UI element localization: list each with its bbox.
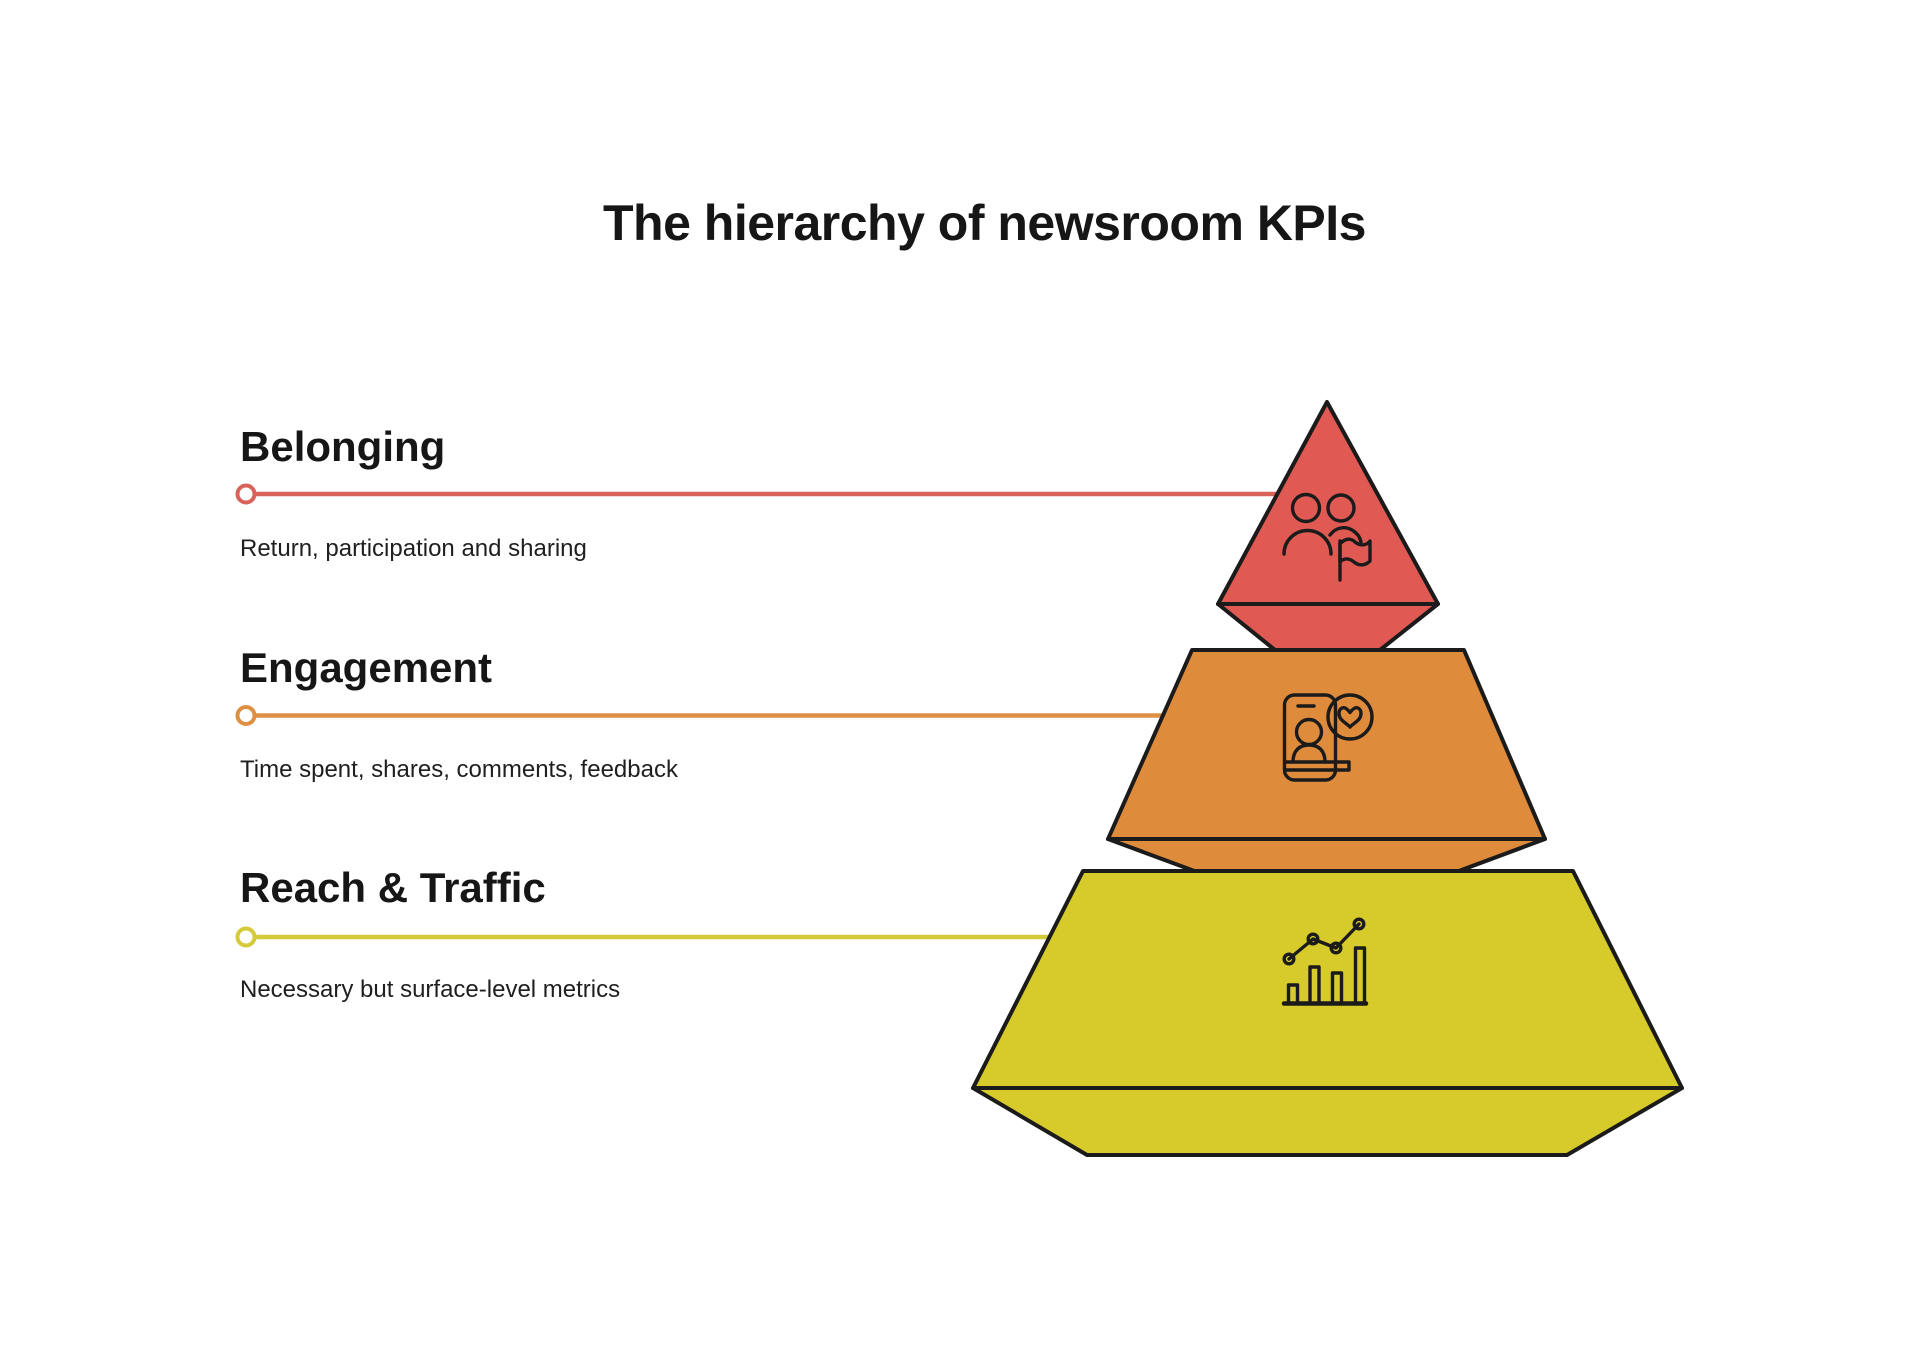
user-shoulders-right xyxy=(1328,526,1363,544)
user-shoulders-left xyxy=(1282,528,1333,556)
level-description-belonging: Return, participation and sharing xyxy=(240,535,587,562)
trend-dot-4 xyxy=(1352,917,1366,931)
connector-belonging xyxy=(235,483,1277,505)
level-description-reach: Necessary but surface-level metrics xyxy=(240,976,621,1003)
person-torso xyxy=(1291,743,1327,764)
flag-cloth xyxy=(1338,537,1372,567)
trend-dot-1 xyxy=(1282,952,1296,966)
heart-badge-circle xyxy=(1326,693,1374,741)
connector-dot-reach xyxy=(235,926,257,948)
connector-dot-belonging xyxy=(235,483,257,505)
pyramid-reach-bottom-facet xyxy=(971,1086,1684,1157)
heart-icon xyxy=(1337,706,1363,729)
photo-frame-line xyxy=(1283,760,1351,772)
phone-heart-icon xyxy=(1282,693,1374,782)
level-description-engagement: Time spent, shares, comments, feedback xyxy=(240,756,678,783)
trend-line xyxy=(1287,922,1361,961)
pyramid-level-reach xyxy=(971,869,1684,1157)
connector-engagement xyxy=(235,705,1163,726)
pyramid-reach-front-face xyxy=(971,869,1684,1090)
level-label-reach: Reach & Traffic xyxy=(240,864,546,911)
trend-dot-2 xyxy=(1306,932,1320,946)
user-head-right xyxy=(1326,493,1356,523)
pyramid-level-engagement xyxy=(1106,648,1547,922)
chart-bar-3 xyxy=(1330,971,1344,1006)
phone-body xyxy=(1282,693,1338,782)
users-flag-icon xyxy=(1282,492,1372,582)
connector-dot-engagement xyxy=(235,705,257,726)
chart-bar-4 xyxy=(1353,946,1367,1006)
chart-bar-2 xyxy=(1308,965,1321,1006)
connector-reach xyxy=(235,926,1050,948)
page-title: The hierarchy of newsroom KPIs xyxy=(603,195,1366,251)
level-label-engagement: Engagement xyxy=(240,644,493,691)
user-head-left xyxy=(1290,492,1322,524)
trend-dot-3 xyxy=(1329,941,1343,955)
pyramid-engagement-front-face xyxy=(1106,648,1547,841)
chart-trend-icon xyxy=(1281,917,1369,1006)
chart-bar-1 xyxy=(1286,983,1300,1006)
level-label-belonging: Belonging xyxy=(240,423,446,470)
